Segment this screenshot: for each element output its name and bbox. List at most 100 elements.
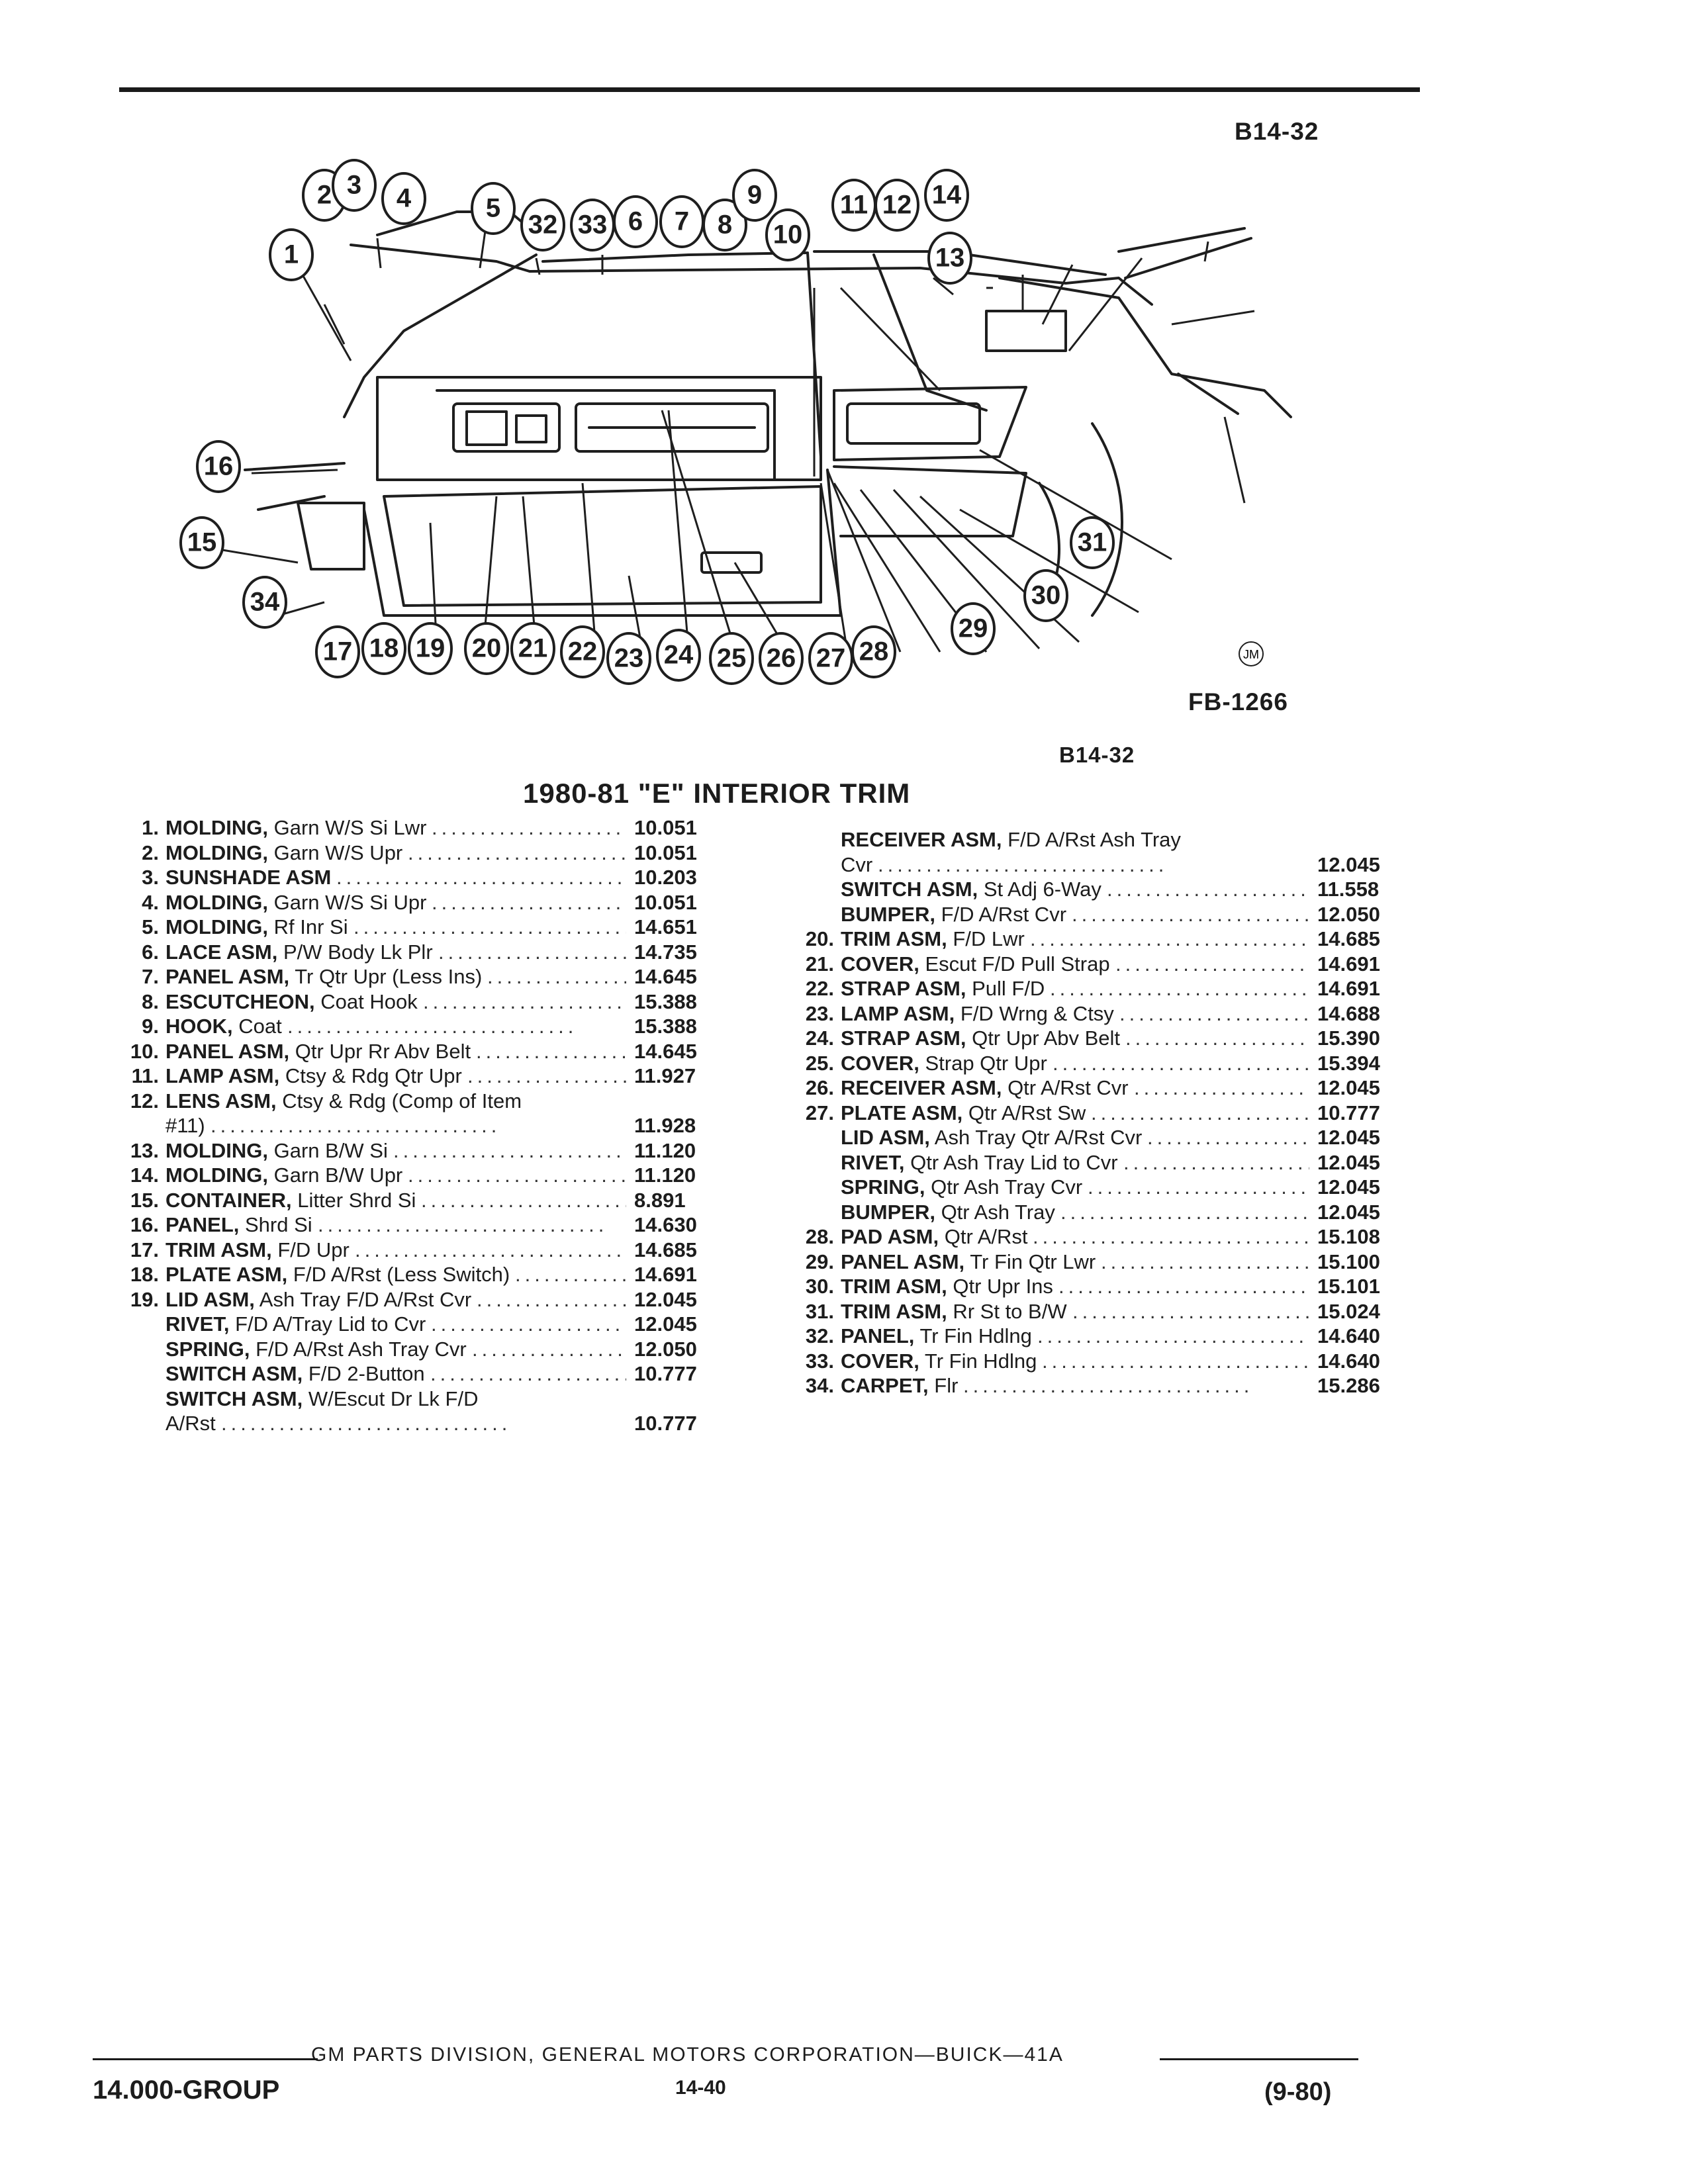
part-detail: Tr Fin Qtr Lwr [964, 1250, 1096, 1273]
group-number: 15.024 [1317, 1299, 1380, 1323]
item-number: 1. [142, 816, 159, 839]
callout-label: 11 [840, 191, 868, 220]
callout-9: 9 [732, 169, 777, 222]
part-detail: W/Escut Dr Lk F/D [303, 1387, 479, 1410]
item-number: 19. [130, 1287, 159, 1311]
part-name: PAD ASM, [841, 1225, 939, 1248]
part-description: PAD ASM, Qtr A/Rst [841, 1224, 1027, 1250]
figure-code-bottom: B14-32 [1059, 743, 1135, 767]
leader-dots: .............................. [1115, 952, 1309, 976]
callout-23: 23 [606, 632, 651, 685]
callout-5: 5 [471, 182, 516, 235]
part-row: 24.STRAP ASM, Qtr Upr Abv Belt..........… [768, 1026, 1403, 1051]
group-number: 14.630 [634, 1213, 697, 1236]
part-detail: F/D Upr [271, 1238, 350, 1261]
part-name: SWITCH ASM, [841, 878, 978, 901]
part-row: 25.COVER, Strap Qtr Upr.................… [768, 1051, 1403, 1076]
part-description: COVER, Escut F/D Pull Strap [841, 952, 1110, 977]
part-description: TRIM ASM, F/D Upr [165, 1238, 350, 1263]
callout-label: 4 [397, 184, 412, 213]
part-description: COVER, Tr Fin Hdlng [841, 1349, 1037, 1374]
callout-29: 29 [951, 602, 996, 655]
part-row: 17.TRIM ASM, F/D Upr....................… [93, 1238, 722, 1263]
figure-code-top: B14-32 [1235, 118, 1319, 145]
leader-dots: .............................. [1134, 1076, 1309, 1099]
part-description: LAMP ASM, F/D Wrng & Ctsy [841, 1001, 1114, 1026]
part-description: CARPET, Flr [841, 1373, 958, 1398]
part-row: SPRING, F/D A/Rst Ash Tray Cvr..........… [93, 1337, 722, 1362]
group-number: 12.045 [1317, 1076, 1380, 1099]
part-name: PANEL ASM, [165, 1039, 290, 1063]
part-name: BUMPER, [841, 1200, 935, 1224]
item-number: 34. [805, 1374, 834, 1397]
part-name: COVER, [841, 952, 919, 976]
callout-label: 6 [628, 207, 643, 236]
leader-dots: .............................. [353, 915, 626, 938]
callout-label: 7 [675, 207, 689, 236]
part-name: HOOK, [165, 1015, 233, 1038]
leader-dots: .............................. [355, 1238, 626, 1261]
part-name: RIVET, [165, 1312, 230, 1336]
item-number: 24. [805, 1026, 834, 1050]
part-description: MOLDING, Garn W/S Si Upr [165, 890, 426, 915]
part-name: TRIM ASM, [841, 1275, 947, 1298]
group-number: 12.050 [634, 1337, 697, 1361]
callout-20: 20 [464, 622, 509, 675]
leader-dots: .............................. [408, 1163, 626, 1187]
part-name: PANEL, [165, 1213, 240, 1236]
part-row: RECEIVER ASM, F/D A/Rst Ash Tray [768, 827, 1403, 852]
part-name: PLATE ASM, [165, 1263, 288, 1286]
callout-16: 16 [196, 440, 241, 493]
part-name: SUNSHADE ASM [165, 866, 332, 889]
group-number: 10.777 [634, 1362, 697, 1385]
part-row: A/Rst..............................10.77… [93, 1411, 722, 1436]
callout-label: 24 [664, 641, 694, 670]
part-detail: Qtr Upr Abv Belt [966, 1026, 1121, 1050]
callout-label: 15 [187, 528, 217, 557]
group-number: 10.777 [634, 1412, 697, 1435]
callout-25: 25 [709, 632, 754, 685]
part-name: MOLDING, [165, 841, 268, 864]
part-name: RECEIVER ASM, [841, 828, 1002, 851]
part-row: 21.COVER, Escut F/D Pull Strap..........… [768, 952, 1403, 977]
part-description: Cvr [841, 852, 872, 878]
group-number: 14.640 [1317, 1349, 1380, 1373]
part-detail: Rr St to B/W [947, 1299, 1067, 1323]
part-detail: Qtr A/Rst Cvr [1002, 1076, 1129, 1099]
callout-27: 27 [808, 632, 853, 685]
part-detail: Qtr Ash Tray Cvr [925, 1175, 1083, 1199]
part-description: TRIM ASM, F/D Lwr [841, 927, 1025, 952]
part-description: SUNSHADE ASM [165, 865, 331, 890]
callout-label: 9 [747, 181, 762, 210]
item-number: 22. [805, 977, 834, 1000]
part-row: 7.PANEL ASM, Tr Qtr Upr (Less Ins)......… [93, 964, 722, 989]
part-detail: Tr Fin Hdlng [914, 1324, 1032, 1347]
part-row: 33.COVER, Tr Fin Hdlng..................… [768, 1349, 1403, 1374]
leader-dots: .............................. [1101, 1250, 1309, 1273]
leader-dots: .............................. [431, 1312, 626, 1336]
part-description: A/Rst [165, 1411, 216, 1436]
group-number: 11.120 [634, 1163, 696, 1187]
group-number: 15.100 [1317, 1250, 1380, 1273]
callout-label: 1 [284, 240, 299, 269]
leader-dots: .............................. [432, 816, 626, 839]
leader-dots: .............................. [467, 1064, 626, 1087]
part-detail: Garn W/S Si Lwr [268, 816, 427, 839]
group-number: 10.203 [634, 866, 697, 889]
part-name: TRIM ASM, [841, 1299, 947, 1323]
part-row: SWITCH ASM, F/D 2-Button................… [93, 1361, 722, 1387]
artist-mark: JM [1243, 648, 1259, 661]
part-description: LENS ASM, Ctsy & Rdg (Comp of Item [165, 1089, 522, 1114]
leader-dots: .............................. [211, 1114, 501, 1137]
leader-dots: .............................. [1072, 1299, 1309, 1323]
part-row: 6.LACE ASM, P/W Body Lk Plr.............… [93, 940, 722, 965]
part-description: PANEL, Shrd Si [165, 1212, 312, 1238]
part-name: PANEL ASM, [165, 965, 290, 988]
callout-12: 12 [874, 179, 919, 232]
leader-dots: .............................. [1125, 1026, 1309, 1050]
item-number: 2. [142, 841, 159, 864]
leader-dots: .............................. [336, 866, 626, 889]
part-description: PLATE ASM, Qtr A/Rst Sw [841, 1101, 1086, 1126]
callout-10: 10 [765, 208, 810, 261]
